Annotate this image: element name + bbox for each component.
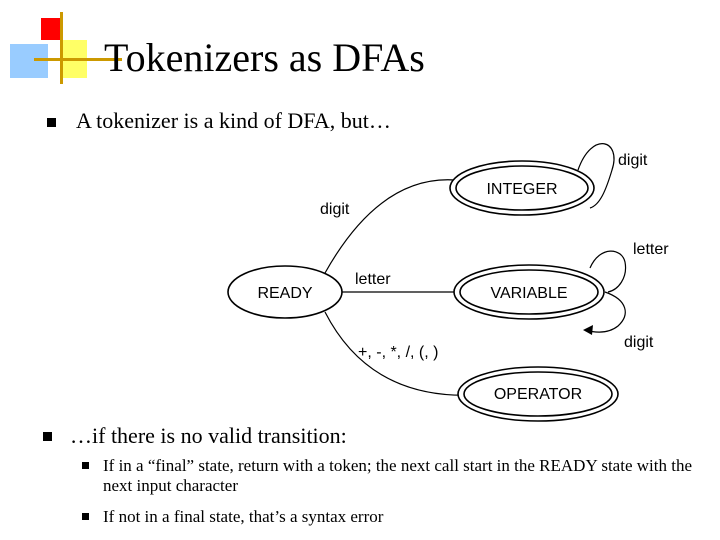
state-variable-inner	[459, 269, 599, 315]
state-integer-inner	[455, 165, 589, 211]
edge-label-variable-self-digit: digit	[624, 334, 654, 351]
edge-label-variable-self-letter: letter	[633, 241, 669, 258]
edge-ready-operator	[324, 311, 476, 396]
state-ready	[227, 265, 343, 319]
slide-logo-icon	[0, 0, 122, 110]
page-title: Tokenizers as DFAs	[104, 35, 425, 80]
square-bullet-icon	[82, 513, 89, 520]
square-bullet-icon	[82, 462, 89, 469]
edge-variable-self-loop-letter	[589, 250, 627, 293]
edge-ready-integer	[324, 179, 456, 274]
sub-bullet-final-state: If in a “final” state, return with a tok…	[103, 456, 692, 495]
state-integer-outer	[449, 160, 595, 216]
state-operator-outer	[457, 366, 619, 422]
edge-label-ready-integer: digit	[320, 201, 350, 218]
bullet-intro: A tokenizer is a kind of DFA, but…	[76, 108, 391, 133]
bullet-note: …if there is no valid transition:	[70, 423, 347, 448]
edge-label-integer-self: digit	[618, 152, 648, 169]
sub-bullet-syntax-error: If not in a final state, that’s a syntax…	[103, 507, 384, 526]
arrowhead-icon	[583, 325, 593, 335]
edge-label-ready-variable: letter	[355, 271, 391, 288]
state-variable-outer	[453, 264, 605, 320]
state-ready-label: READY	[257, 285, 312, 302]
state-variable-label: VARIABLE	[490, 285, 567, 302]
square-bullet-icon	[43, 432, 52, 441]
square-bullet-icon	[47, 118, 56, 127]
state-integer-label: INTEGER	[486, 181, 557, 198]
edge-integer-self-loop	[577, 143, 615, 209]
edge-label-ready-operator: +, -, *, /, (, )	[358, 344, 438, 361]
state-operator-inner	[463, 371, 613, 417]
edge-variable-self-loop-digit	[584, 291, 626, 333]
state-operator-label: OPERATOR	[494, 386, 582, 403]
